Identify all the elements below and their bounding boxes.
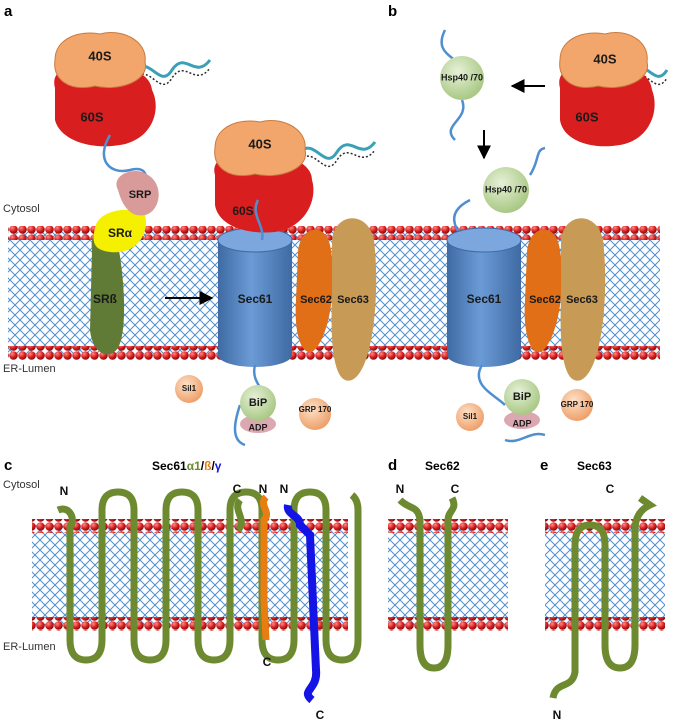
c-term-gamma: C <box>316 708 325 722</box>
title-sec63-topology: Sec63 <box>577 459 612 473</box>
sec63-a <box>331 218 377 381</box>
label-sr-alpha: SRα <box>108 226 133 240</box>
ribosome-bound-a: 40S 60S <box>214 120 314 233</box>
svg-text:40S: 40S <box>248 136 271 151</box>
mrna-strand <box>133 59 212 78</box>
label-lumen-a: ER-Lumen <box>3 363 56 375</box>
hsp-top <box>440 56 484 100</box>
svg-text:60S: 60S <box>575 109 598 124</box>
svg-text:Sec63: Sec63 <box>566 294 598 306</box>
sec61-channel-a: Sec61 <box>217 227 293 367</box>
title-sec62-topology: Sec62 <box>425 459 460 473</box>
membrane-sec61-topology <box>32 519 348 631</box>
bip-b <box>504 379 540 415</box>
c-term-beta: C <box>263 655 272 669</box>
svg-text:Sec62: Sec62 <box>529 294 561 306</box>
svg-text:Sec61: Sec61 <box>238 292 273 306</box>
svg-text:40S: 40S <box>593 51 616 66</box>
label-40s-a: 40S <box>88 48 111 63</box>
grp170-b <box>561 389 593 421</box>
hsp-lower <box>483 167 529 213</box>
sr-alpha <box>93 209 146 253</box>
label-lumen-c: ER-Lumen <box>3 641 56 653</box>
label-cytosol-a: Cytosol <box>3 203 40 215</box>
panel-label-c: c <box>4 457 12 474</box>
svg-text:Hsp40 /70: Hsp40 /70 <box>441 72 483 82</box>
sec63-helices <box>549 495 657 699</box>
n-term-gamma: N <box>280 482 289 496</box>
svg-text:Sec63: Sec63 <box>337 294 369 306</box>
c-term-sec62: C <box>451 482 460 496</box>
bip-a <box>240 385 276 421</box>
ribosome-free-b: 40S 60S <box>559 32 655 147</box>
sec61-channel-b: Sec61 <box>446 227 522 367</box>
label-srp: SRP <box>129 189 152 201</box>
label-60s-a: 60S <box>80 109 103 124</box>
panel-label-a: a <box>4 3 13 20</box>
sec62-a <box>295 229 334 353</box>
svg-text:BiP: BiP <box>513 391 531 403</box>
title-sec61-topology: Sec61α1/ß/γ <box>152 459 222 473</box>
panel-label-d: d <box>388 457 397 474</box>
svg-text:GRP 170: GRP 170 <box>561 400 594 409</box>
sil1-b <box>456 403 484 431</box>
sil1-a <box>175 375 203 403</box>
svg-text:ADP: ADP <box>248 422 267 432</box>
n-term-sec62: N <box>396 482 405 496</box>
sr-beta <box>90 229 125 355</box>
svg-text:Sil1: Sil1 <box>463 412 478 421</box>
sec63-b <box>560 218 606 381</box>
label-grp: GRP 170 <box>299 405 332 414</box>
svg-text:ADP: ADP <box>512 418 531 428</box>
svg-text:Sec62: Sec62 <box>300 294 332 306</box>
c-term-sec63: C <box>606 482 615 496</box>
svg-text:Hsp40 /70: Hsp40 /70 <box>485 184 527 194</box>
svg-text:Sec61: Sec61 <box>467 292 502 306</box>
sec61-beta <box>259 494 271 641</box>
label-sr-beta: SRß <box>93 292 117 306</box>
svg-text:60S: 60S <box>232 204 253 218</box>
c-term-alpha: C <box>233 482 242 496</box>
panel-label-e: e <box>540 457 548 474</box>
sec62-helices <box>397 496 458 672</box>
n-term-beta: N <box>259 482 268 496</box>
sec61-gamma <box>283 504 321 704</box>
svg-text:BiP: BiP <box>249 397 267 409</box>
label-cytosol-c: Cytosol <box>3 479 40 491</box>
ribosome-free: 40S 60S <box>54 32 156 147</box>
sec62-b <box>524 229 563 353</box>
adp-a <box>240 415 276 433</box>
grp170-a <box>299 398 331 430</box>
sec61-alpha-helices <box>56 488 362 664</box>
panel-label-b: b <box>388 3 397 20</box>
n-term-sec63: N <box>553 708 562 722</box>
srp <box>116 170 159 216</box>
n-term-alpha: N <box>60 484 69 498</box>
svg-text:Sil1: Sil1 <box>182 384 197 393</box>
